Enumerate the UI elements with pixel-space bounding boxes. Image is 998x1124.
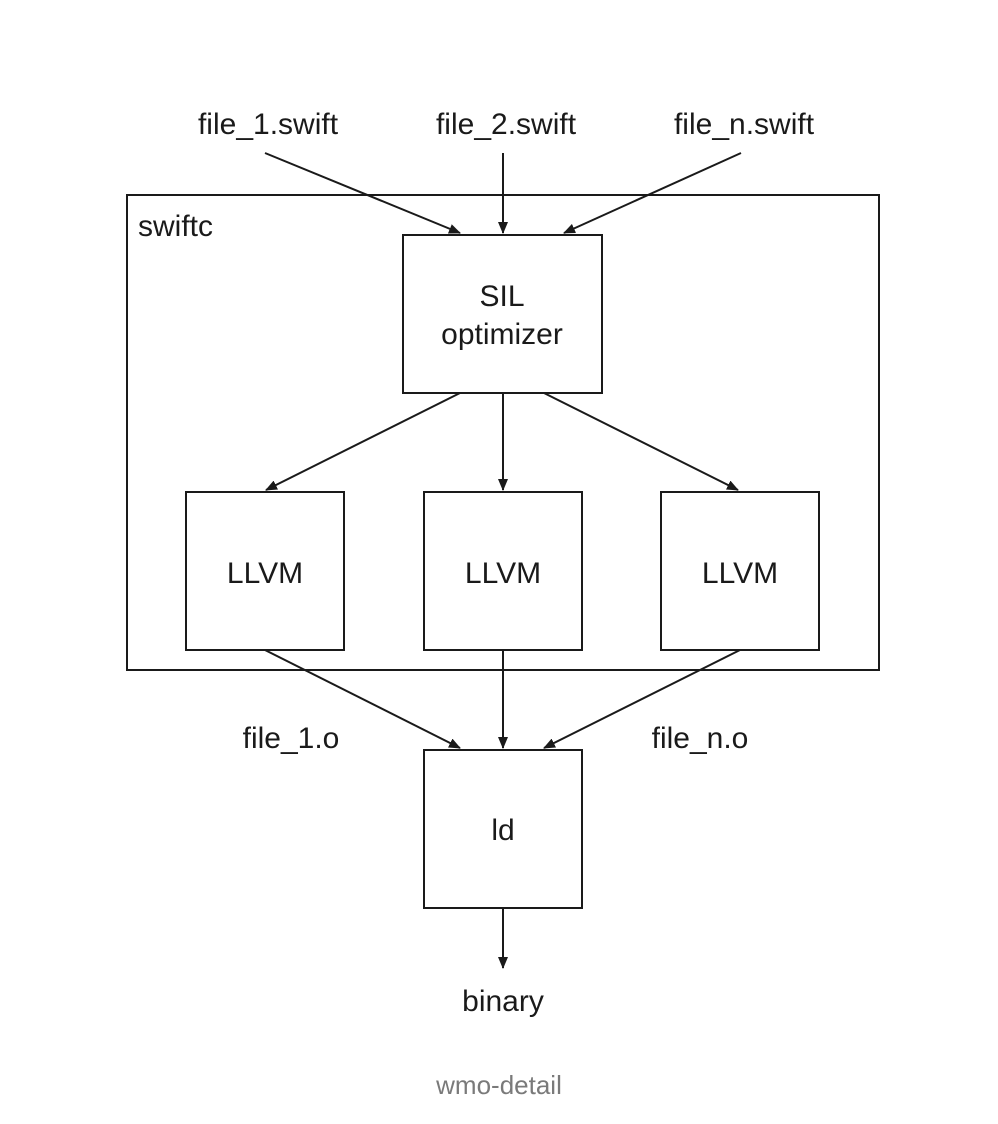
arrow-sil-to-llvm-1 [265, 392, 461, 491]
input-file-n-label: file_n.swift [674, 108, 815, 141]
figure-caption: wmo-detail [436, 1070, 562, 1100]
llvm-box-2-label: LLVM [465, 557, 541, 590]
arrow-llvm-3-to-ld [543, 649, 741, 749]
object-file-n-label: file_n.o [652, 722, 749, 755]
llvm-box-1 [185, 491, 345, 651]
arrow-file-1-to-sil [264, 152, 461, 234]
sil-optimizer-label-line1: SIL [479, 280, 524, 313]
arrow-sil-to-llvm-3 [543, 392, 739, 491]
input-file-1-label: file_1.swift [198, 108, 339, 141]
arrow-llvm-1-to-ld [264, 649, 461, 749]
sil-optimizer-label-line2: optimizer [441, 318, 563, 351]
llvm-box-3-label: LLVM [702, 557, 778, 590]
ld-label: ld [491, 814, 514, 847]
swiftc-label: swiftc [138, 210, 213, 243]
llvm-box-1-label: LLVM [227, 557, 303, 590]
sil-optimizer-box [402, 234, 603, 394]
llvm-box-2 [423, 491, 583, 651]
llvm-box-3 [660, 491, 820, 651]
binary-label: binary [462, 985, 544, 1018]
input-file-2-label: file_2.swift [436, 108, 577, 141]
arrow-file-n-to-sil [563, 152, 742, 234]
object-file-1-label: file_1.o [243, 722, 340, 755]
